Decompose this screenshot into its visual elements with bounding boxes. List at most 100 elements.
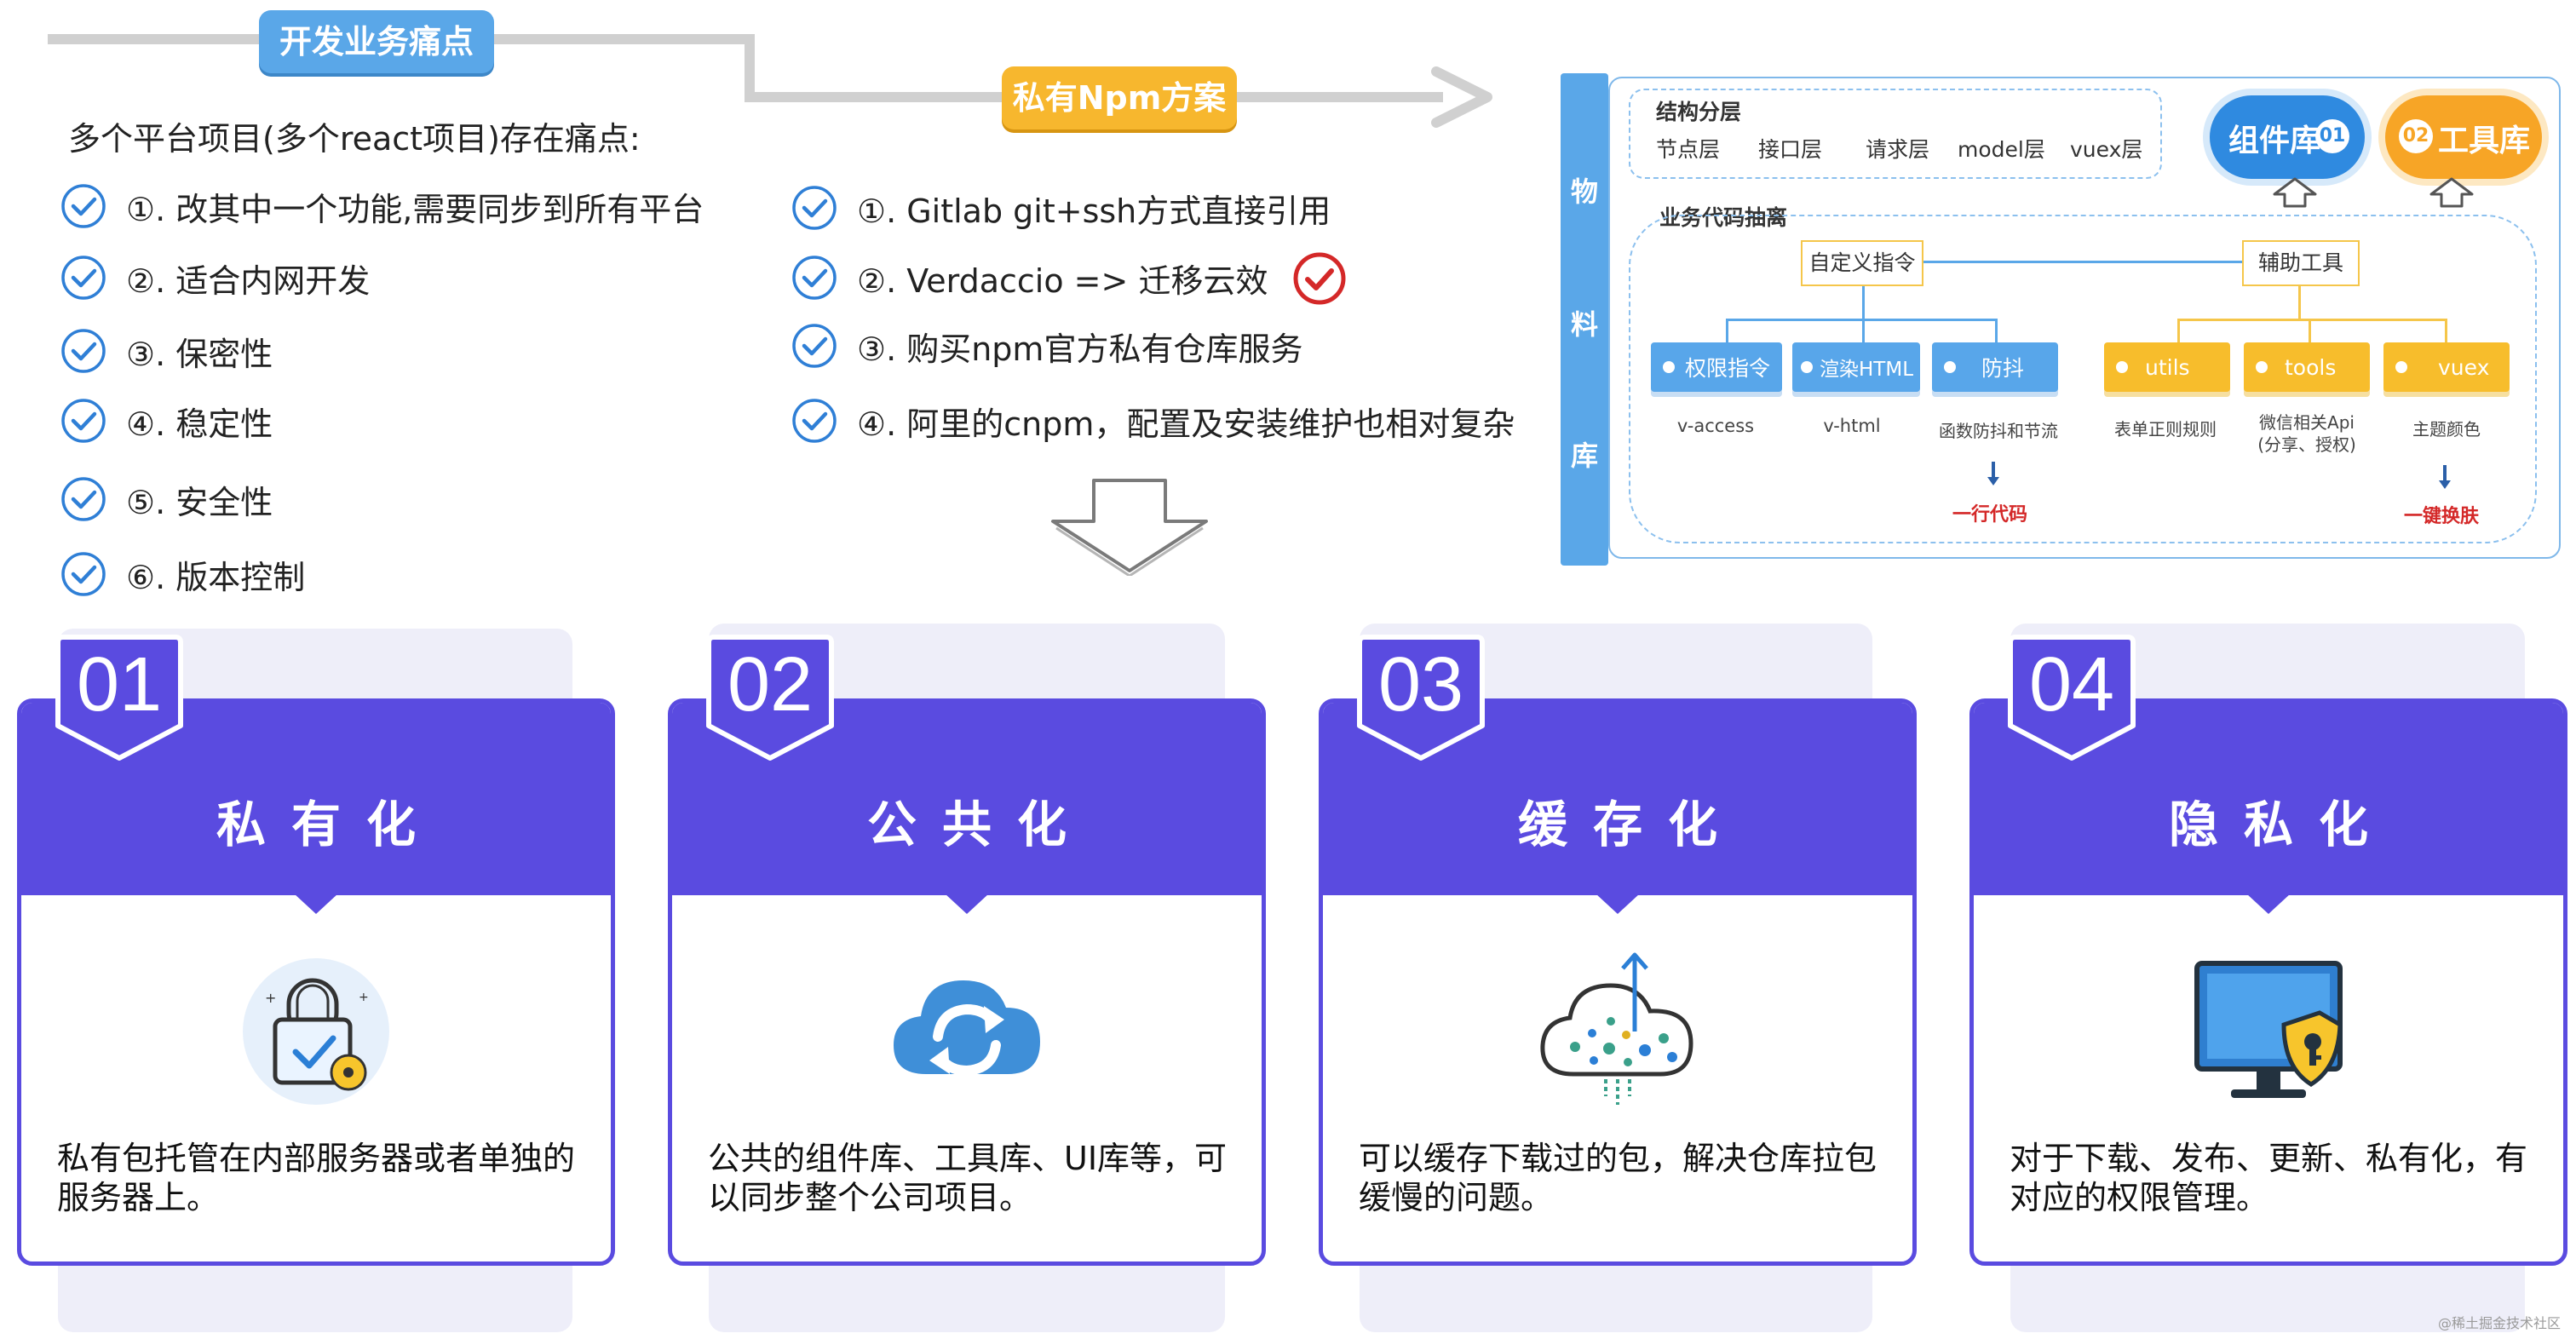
side-char-3: 库 xyxy=(1570,440,1598,472)
svg-text:+: + xyxy=(265,990,276,1006)
pain-point-item-text: ⑥. 版本控制 xyxy=(126,558,306,596)
material-side-bar xyxy=(1561,73,1608,566)
solution-item-text: ④. 阿里的cnpm，配置及安装维护也相对复杂 xyxy=(857,405,1515,443)
solution-item: ①. Gitlab git+ssh方式直接引用 xyxy=(791,184,1331,232)
tool-lib-badge: 02 工具库 xyxy=(2385,95,2542,179)
check-circle-icon xyxy=(60,397,107,445)
tree-connector xyxy=(1726,319,1728,344)
tree-connector xyxy=(1995,319,1998,344)
caption-form-regex: 表单正则规则 xyxy=(2114,419,2217,440)
tree-connector xyxy=(1862,286,1865,320)
caption-wechat-api-sub: (分享、授权) xyxy=(2257,434,2356,455)
tree-connector xyxy=(2445,319,2447,344)
layer-interface: 接口层 xyxy=(1758,137,1823,162)
check-circle-icon xyxy=(60,182,107,230)
card-notch xyxy=(945,894,989,914)
chip-render-html: 渲染HTML xyxy=(1792,342,1920,392)
tree-connector xyxy=(1726,319,1997,321)
layer-model: model层 xyxy=(1958,137,2045,162)
caption-v-html: v-html xyxy=(1823,416,1881,436)
selected-check-icon xyxy=(1293,252,1346,305)
pain-point-item-text: ①. 改其中一个功能,需要同步到所有平台 xyxy=(126,190,704,228)
down-arrow-icon xyxy=(1051,479,1208,576)
card-description: 可以缓存下载过的包，解决仓库拉包缓慢的问题。 xyxy=(1359,1140,1877,1216)
pain-point-item-text: ③. 保密性 xyxy=(126,335,273,373)
one-click-skin-label: 一键换肤 xyxy=(2404,506,2480,527)
card-number: 02 xyxy=(727,642,814,727)
pain-point-item: ②. 适合内网开发 xyxy=(60,254,370,302)
pain-point-item: ⑥. 版本控制 xyxy=(60,550,305,598)
check-circle-icon xyxy=(60,254,107,302)
caption-debounce-throttle: 函数防抖和节流 xyxy=(1939,421,2058,441)
feature-card-public: 公共化 公共的组件库、工具库、UI库等，可以同步整个公司项目。 xyxy=(668,698,1266,1266)
layers-box xyxy=(1629,89,2162,179)
helper-tool-node: 辅助工具 xyxy=(2242,240,2360,286)
side-char-2: 料 xyxy=(1570,308,1598,341)
tree-connector xyxy=(2309,319,2311,344)
pain-point-item-text: ⑤. 安全性 xyxy=(126,483,273,521)
solution-item-text: ③. 购买npm官方私有仓库服务 xyxy=(857,330,1303,368)
pain-point-item-text: ②. 适合内网开发 xyxy=(126,261,371,300)
check-circle-icon xyxy=(791,322,838,370)
feature-card-private: 私有化 + + 私有包托管在内部服务器或者单独的服务器上。 xyxy=(17,698,615,1266)
chip-vuex: vuex xyxy=(2383,342,2510,392)
monitor-shield-icon xyxy=(2194,961,2343,1098)
layer-request: 请求层 xyxy=(1866,137,1930,162)
cloud-upload-icon xyxy=(1540,952,1693,1105)
side-char-1: 物 xyxy=(1570,175,1598,208)
pain-point-item-text: ④. 稳定性 xyxy=(126,405,273,443)
check-circle-icon xyxy=(791,397,838,445)
feature-card-privacy: 隐私化 对于下载、发布、更新、私有化，有对应的权限管理。 xyxy=(1969,698,2567,1266)
card-title: 私有化 xyxy=(216,796,441,853)
abstract-title: 业务代码抽离 xyxy=(1659,205,1788,230)
up-arrow-icon xyxy=(2429,177,2474,208)
check-circle-icon xyxy=(60,327,107,375)
chip-debounce: 防抖 xyxy=(1932,342,2058,392)
tree-connector xyxy=(1862,319,1865,344)
custom-directive-node: 自定义指令 xyxy=(1801,240,1923,286)
flow-line-drop xyxy=(745,34,755,102)
solution-item-text: ②. Verdaccio => 迁移云效 xyxy=(857,261,1268,300)
flow-arrow-head-icon xyxy=(1431,66,1492,128)
cloud-sync-icon xyxy=(894,980,1040,1077)
up-arrow-icon xyxy=(2273,177,2317,208)
card-number: 01 xyxy=(76,642,163,727)
card-title: 隐私化 xyxy=(2168,796,2394,853)
feature-card-cache: 缓存化 可以缓存下载过的包，解决仓库拉包缓慢的问题。 xyxy=(1319,698,1917,1266)
caption-wechat-api: 微信相关Api xyxy=(2259,412,2355,433)
check-circle-icon xyxy=(60,550,107,598)
pain-points-pill: 开发业务痛点 xyxy=(259,10,494,73)
pain-point-item: ③. 保密性 xyxy=(60,327,273,375)
svg-text:+: + xyxy=(359,991,369,1004)
number-badge-shape xyxy=(55,635,183,761)
private-npm-pill: 私有Npm方案 xyxy=(1002,66,1237,129)
card-title: 缓存化 xyxy=(1517,796,1743,853)
number-badge-shape xyxy=(2008,635,2136,761)
watermark: @稀土掘金技术社区 xyxy=(2437,1315,2561,1331)
tree-connector xyxy=(1862,261,2242,263)
abstract-box xyxy=(1629,215,2537,543)
number-badge-shape xyxy=(1357,635,1485,761)
pain-point-item: ①. 改其中一个功能,需要同步到所有平台 xyxy=(60,182,704,230)
solution-item: ④. 阿里的cnpm，配置及安装维护也相对复杂 xyxy=(791,397,1515,445)
check-circle-icon xyxy=(60,475,107,523)
solution-item-text: ①. Gitlab git+ssh方式直接引用 xyxy=(857,192,1331,230)
layer-node: 节点层 xyxy=(1656,137,1721,162)
card-number: 03 xyxy=(1377,642,1464,727)
check-circle-icon xyxy=(791,184,838,232)
card-description: 对于下载、发布、更新、私有化，有对应的权限管理。 xyxy=(2010,1140,2528,1216)
down-small-arrow-icon xyxy=(1987,462,1999,486)
check-circle-icon xyxy=(791,254,838,302)
solution-item: ③. 购买npm官方私有仓库服务 xyxy=(791,322,1302,370)
caption-v-access: v-access xyxy=(1676,416,1755,436)
layers-title: 结构分层 xyxy=(1656,100,1742,124)
one-line-code-label: 一行代码 xyxy=(1952,504,2028,526)
layer-vuex: vuex层 xyxy=(2070,137,2143,162)
tree-connector xyxy=(2298,286,2301,320)
down-small-arrow-icon xyxy=(2439,465,2451,489)
pain-point-item: ④. 稳定性 xyxy=(60,397,273,445)
chip-permission-directive: 权限指令 xyxy=(1651,342,1782,392)
card-notch xyxy=(294,894,338,914)
chip-utils: utils xyxy=(2104,342,2230,392)
component-lib-badge: 组件库 01 xyxy=(2210,95,2365,179)
